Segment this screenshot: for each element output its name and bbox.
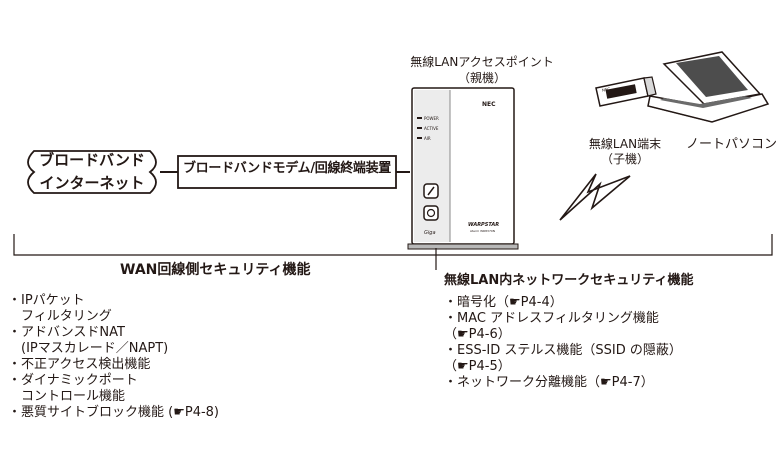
client-sub-label: （子機） <box>600 152 649 166</box>
ap-logo-text: WARPSTAR <box>468 222 499 228</box>
air-led-icon <box>417 137 422 139</box>
broadband-cloud-shape <box>27 150 157 194</box>
wan-security-title: WAN回線側セキュリティ機能 <box>120 262 311 278</box>
usb-adapter-icon <box>595 76 657 107</box>
lan-security-list: ・暗号化（☛P4-4） ・MAC アドレスフィルタリング機能 （☛P4-6） ・… <box>444 295 682 391</box>
wireless-signal-icon <box>559 173 631 221</box>
usb-adapter-brand: NEC <box>602 86 611 93</box>
laptop-icon <box>647 51 770 123</box>
list-item: フィルタリング <box>8 309 112 324</box>
list-item: ・不正アクセス検出機能 <box>8 357 151 372</box>
ap-brand-text: NEC <box>482 101 496 108</box>
access-point-label: 無線LANアクセスポイント <box>410 55 554 69</box>
list-item: (IPマスカレード／NAPT) <box>8 341 169 356</box>
list-item: ・ESS-ID ステルス機能（SSID の隠蔽） <box>444 343 682 358</box>
lan-security-title: 無線LAN内ネットワークセキュリティ機能 <box>444 273 694 288</box>
list-item: ・ダイナミックポート <box>8 373 138 388</box>
ap-logo-sub: Aterm WR8370N <box>470 229 495 233</box>
list-item: ・ネットワーク分離機能（☛P4-7） <box>444 375 654 390</box>
client-label: 無線LAN端末 <box>588 137 662 151</box>
power-led-icon <box>417 117 422 119</box>
list-item: （☛P4-6） <box>444 327 511 342</box>
list-item: ・暗号化（☛P4-4） <box>444 295 563 310</box>
list-item: ・アドバンスドNAT <box>8 325 125 340</box>
laptop-label: ノートパソコン <box>686 137 778 152</box>
active-led-icon <box>417 127 422 129</box>
ap-led-label-power: POWER <box>424 116 439 121</box>
list-item: ・MAC アドレスフィルタリング機能 <box>444 311 659 326</box>
modem-box <box>177 155 397 189</box>
ap-foot-text: Giga <box>424 230 436 236</box>
wan-security-list: ・IPパケット フィルタリング ・アドバンスドNAT (IPマスカレード／NAP… <box>8 293 219 421</box>
section-bracket-line <box>13 234 773 256</box>
list-item: ・悪質サイトブロック機能 (☛P4-8) <box>8 405 220 420</box>
broadband-label-line1: ブロードバンド <box>39 151 145 169</box>
list-item: （☛P4-5） <box>444 359 511 374</box>
eco-button-icon <box>423 205 439 221</box>
list-item: ・IPパケット <box>8 293 85 308</box>
ap-led-label-air: AIR <box>424 136 431 141</box>
ap-led-label-active: ACTIVE <box>424 126 439 131</box>
access-point-sub-label: （親機） <box>457 71 506 85</box>
list-item: コントロール機能 <box>8 389 126 404</box>
modem-label: ブロードバンドモデム/回線終端装置 <box>182 161 392 176</box>
broadband-label-line2: インターネット <box>39 174 145 192</box>
access-point-device <box>407 87 519 250</box>
